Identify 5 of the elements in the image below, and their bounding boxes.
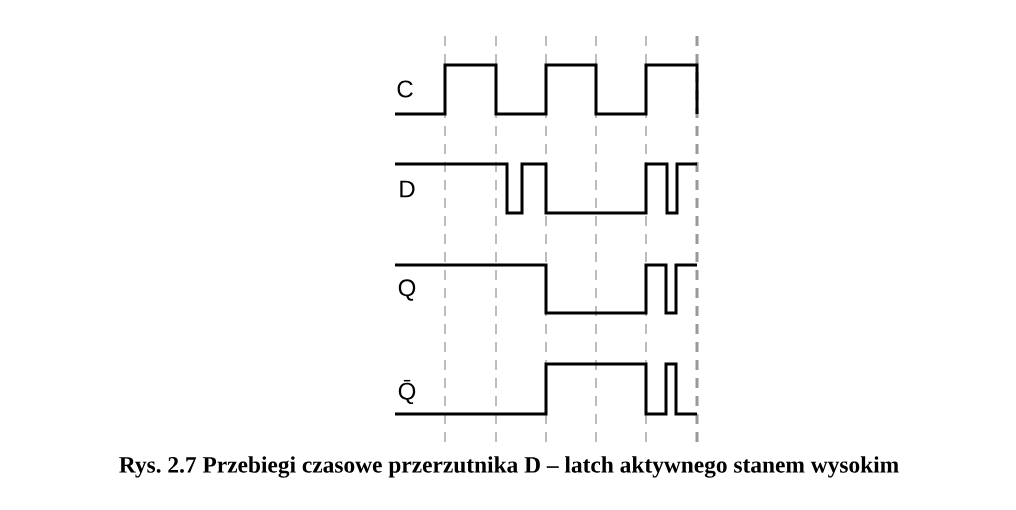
signal-label: Q̄: [398, 379, 416, 405]
figure-caption: Rys. 2.7 Przebiegi czasowe przerzutnika D – latch aktywnego stanem wysokim: [119, 456, 899, 478]
signal-label: C: [397, 80, 413, 98]
signal-label: D: [400, 180, 415, 198]
signal-label: Q: [398, 279, 416, 301]
